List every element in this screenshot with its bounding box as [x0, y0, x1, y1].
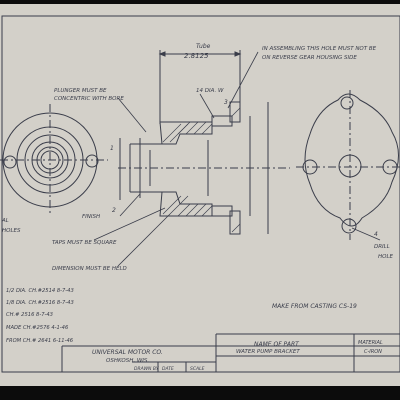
dim-top-label: Tube	[196, 43, 211, 50]
callout-3: 3	[224, 99, 228, 106]
assembling-note-1: IN ASSEMBLING THIS HOLE MUST NOT BE	[262, 46, 377, 52]
plunger-note-1: PLUNGER MUST BE	[54, 88, 107, 94]
left-edge-note: AL	[1, 218, 9, 224]
drawn-by-label: DRAWN BY	[134, 366, 160, 372]
plunger-note-2: CONCENTRIC WITH BORE	[54, 96, 124, 102]
title-block	[61, 333, 400, 372]
scale-label: SCALE	[190, 366, 205, 372]
material-header: MATERIAL	[358, 340, 383, 346]
callout-4: 4	[374, 231, 378, 238]
drill-sub-note: HOLE	[378, 254, 394, 260]
drill-note: DRILL	[374, 244, 390, 250]
make-from-note: MAKE FROM CASTING CS-19	[272, 303, 357, 310]
left-end-view	[0, 104, 108, 216]
part-name-header: NAME OF PART	[254, 341, 300, 348]
revision-3: CH.# 2516 8-7-43	[6, 312, 53, 318]
material-value: C-IRON	[364, 349, 382, 355]
technical-drawing: PLUNGER MUST BE CONCENTRIC WITH BORE FIN…	[0, 15, 400, 373]
drill-size-label: 14 DIA. W	[196, 88, 224, 94]
revision-1: 1/2 DIA. CH.#2514 8-7-43	[6, 288, 74, 294]
holes-note: HOLES	[2, 228, 21, 234]
finish-note: FINISH	[82, 214, 100, 220]
assembling-note-2: ON REVERSE GEAR HOUSING SIDE	[262, 55, 357, 61]
part-name-value: WATER PUMP BRACKET	[236, 349, 300, 355]
revision-5: FROM CH.# 2641 6-11-46	[6, 338, 74, 344]
dimension-note: DIMENSION MUST BE HELD	[52, 266, 127, 272]
flange-view	[296, 90, 400, 240]
drawing-border	[1, 15, 400, 373]
callout-1: 1	[110, 145, 114, 152]
drawing-sheet: PLUNGER MUST BE CONCENTRIC WITH BORE FIN…	[0, 4, 400, 386]
company-name: UNIVERSAL MOTOR CO.	[92, 349, 163, 356]
date-label: DATE	[162, 366, 174, 372]
revision-2: 1/8 DIA. CH.#2516 8-7-43	[6, 300, 74, 306]
section-view	[118, 50, 290, 235]
callout-2: 2	[112, 207, 116, 214]
dim-top-value: 2.8125	[184, 52, 209, 60]
revision-4: MADE CH.#2576 4-1-46	[6, 325, 69, 331]
taps-note: TAPS MUST BE SQUARE	[52, 240, 117, 246]
company-city: OSHKOSH, WIS.	[106, 358, 149, 364]
